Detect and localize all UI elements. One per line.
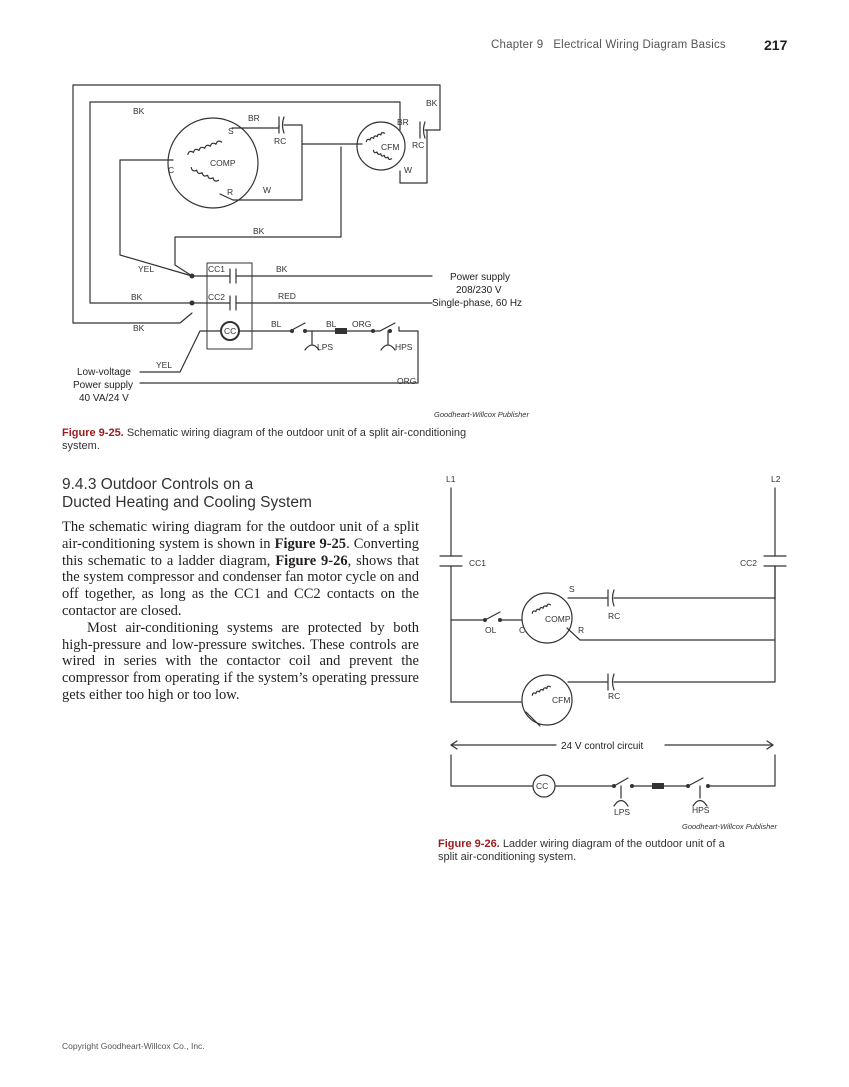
fig25-label-yel: YEL [138,264,154,274]
fig26-label-cc: CC [536,781,548,791]
low-voltage-line2: Power supply [73,380,133,391]
fig26-label-cfm: CFM [552,695,570,705]
fig25-label-org: ORG [352,319,371,329]
fig26-label-r: R [578,625,584,635]
fig25-label-red: RED [278,291,296,301]
fig25-label-r: R [227,187,233,197]
section-heading: 9.4.3 Outdoor Controls on a Ducted Heati… [62,476,412,512]
fig25-label-br-2: BR [397,117,409,127]
p1-text: The schematic wiring diagram for the out… [62,519,419,552]
paragraph-2: Most air-conditioning systems are protec… [62,619,419,703]
fig25-label-bk: BK [133,106,145,116]
fig26-label-lps: LPS [614,807,630,817]
fig25-label-rc: RC [274,136,286,146]
low-voltage-line1: Low-voltage [77,367,131,378]
section-heading-line1: 9.4.3 Outdoor Controls on a [62,476,254,493]
power-supply-line1: Power supply [450,272,510,283]
fig26-label-l1: L1 [446,474,456,484]
fig26-label-c: C [519,625,525,635]
fig25-credit: Goodheart-Willcox Publisher [434,410,529,419]
fig26-label-hps: HPS [692,805,710,815]
fig26-caption-text: Ladder wiring diagram of the outdoor uni… [502,838,725,850]
fig26-labels: L1 L2 CC1 CC2 S RC OL C COMP R CFM RC 24… [446,474,781,831]
fig25-caption: Figure 9-25. Schematic wiring diagram of… [62,427,532,453]
fig26-label-cc2: CC2 [740,558,757,568]
page-number: 217 [764,37,788,53]
fig25-label-cfm: CFM [381,142,399,152]
fig25-label-bk-2: BK [426,98,438,108]
fig26-label-rc: RC [608,611,620,621]
section-heading-line2: Ducted Heating and Cooling System [62,494,312,511]
fig26-label-ol: OL [485,625,497,635]
control-circuit-label: 24 V control circuit [561,741,643,752]
fig26-credit: Goodheart-Willcox Publisher [682,822,777,831]
fig25-label-bl: BL [271,319,282,329]
fig25-label-br: BR [248,113,260,123]
fig25-label-bk-6: BK [133,323,145,333]
copyright-footer: Copyright Goodheart-Willcox Co., Inc. [62,1041,205,1051]
fig25-label-bk-4: BK [276,264,288,274]
fig25-label-yel-2: YEL [156,360,172,370]
low-voltage-line3: 40 VA/24 V [79,393,129,404]
fig25-label-rc-2: RC [412,140,424,150]
power-supply-line2: 208/230 V [456,285,502,296]
fig25-label-comp: COMP [210,158,236,168]
fig26-label-l2: L2 [771,474,781,484]
chapter-title: Electrical Wiring Diagram Basics [553,39,726,51]
fig25-label-w: W [263,185,271,195]
fig26-label-cc1: CC1 [469,558,486,568]
fig25-label-org-2: ORG [397,376,416,386]
paragraph-1: The schematic wiring diagram for the out… [62,519,419,620]
fig25-label-hps: HPS [395,342,413,352]
fig26-caption: Figure 9-26. Ladder wiring diagram of th… [438,838,788,864]
p1-text-2: . Converting this schematic to a ladder … [62,535,420,569]
fig25-label-cc2: CC2 [208,292,225,302]
figure-ref-25: Figure 9-25 [274,535,347,552]
body-text: The schematic wiring diagram for the out… [62,519,419,704]
power-supply-line3: Single-phase, 60 Hz [432,298,522,309]
fig26-label-s: S [569,584,575,594]
fig25-label-lps: LPS [317,342,333,352]
fig26-wiring [439,487,787,807]
running-header: Chapter 9 Electrical Wiring Diagram Basic… [491,39,726,51]
fig25-label-c: C [168,165,174,175]
fig25-label-bk-3: BK [253,226,265,236]
fig25-label-bl-2: BL [326,319,337,329]
chapter-label: Chapter 9 [491,39,544,51]
fig26-caption-label: Figure 9-26. [438,838,500,850]
fig25-caption-text-2: system. [62,440,100,452]
fig25-label-s: S [228,126,234,136]
fig25-labels: BK BR S RC C COMP R W BK BR CFM RC W BK … [73,98,529,419]
fig25-caption-label: Figure 9-25. [62,427,124,439]
fig26-caption-text-2: split air-conditioning system. [438,851,577,863]
fig25-label-w-2: W [404,165,412,175]
fig25-wiring [72,84,441,384]
figure-ref-26: Figure 9-26 [275,552,348,569]
fig25-label-cc: CC [224,326,236,336]
fig25-label-cc1: CC1 [208,264,225,274]
p1-text-3: , shows that the system compressor and c… [62,552,420,619]
fig26-label-comp: COMP [545,614,571,624]
fig26-label-rc-2: RC [608,691,620,701]
fig25-label-bk-5: BK [131,292,143,302]
fig25-caption-text: Schematic wiring diagram of the outdoor … [126,427,467,439]
